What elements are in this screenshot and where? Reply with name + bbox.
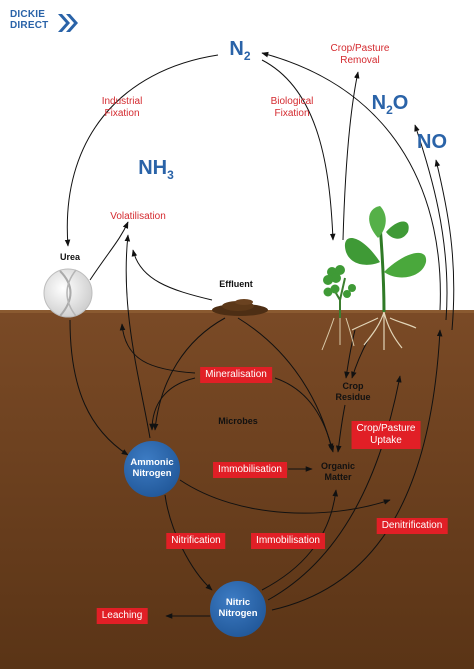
arrow-denit-to-no: [434, 159, 455, 331]
urea-granule: [43, 268, 93, 318]
dickie-direct-logo: DICKIE DIRECT: [10, 9, 80, 31]
nh3-label: NH3: [138, 157, 174, 182]
crop-residue-label: Crop Residue: [335, 381, 371, 402]
arrow-denit-to-n2o: [414, 124, 448, 321]
immobilisation-box-2: Immobilisation: [251, 533, 325, 549]
organic-matter-label: Organic Matter: [320, 461, 356, 482]
arrow-plants-to-removal: [342, 71, 360, 241]
nitrification-box: Nitrification: [166, 533, 226, 549]
no-label: NO: [417, 131, 447, 153]
flow-arrows: [64, 51, 455, 619]
immobilisation-box-1: Immobilisation: [213, 462, 287, 478]
logo-text-line2: DIRECT: [10, 20, 49, 31]
arrow-mineralisation-down: [149, 377, 196, 431]
urea-label: Urea: [59, 252, 81, 262]
arrow-effluent-to-nh3: [131, 249, 213, 301]
arrow-effluent-to-ammonic: [152, 317, 226, 431]
crop-plant: [344, 206, 427, 350]
arrow-nitric-to-uptake: [267, 375, 402, 601]
arrow-mineralisation-left: [119, 323, 196, 374]
arrow-nitric-to-om: [261, 489, 339, 591]
n2o-label: N2O: [371, 92, 409, 117]
ammonic-nitrogen-circle: [124, 441, 180, 497]
crop-pasture-uptake-box: Crop/Pasture Uptake: [351, 421, 421, 449]
mineralisation-box: Mineralisation: [200, 367, 272, 383]
industrial-fixation-label: Industrial Fixation: [101, 96, 143, 119]
arrow-roots-to-residue-2: [351, 339, 369, 379]
nitric-nitrogen-circle: [210, 581, 266, 637]
logo-text-line1: DICKIE: [10, 9, 46, 20]
n2-label: N2: [229, 38, 251, 63]
denitrification-box: Denitrification: [376, 518, 448, 534]
biological-fixation-label: Biological Fixation: [270, 96, 314, 119]
arrow-n2-to-urea: [64, 54, 219, 247]
crop-pasture-removal-label: Crop/Pasture Removal: [330, 43, 390, 66]
arrow-urea-to-nh3: [89, 221, 129, 281]
logo-chevrons: [58, 14, 78, 32]
arrow-n2-to-plants: [261, 59, 336, 241]
arrow-residue-to-om: [335, 404, 346, 453]
arrow-mineralisation-to-om: [274, 377, 335, 453]
microbes-label: Microbes: [218, 416, 258, 426]
arrow-roots-to-residue: [344, 329, 356, 379]
effluent-label: Effluent: [219, 279, 253, 289]
effluent-pile: [212, 299, 268, 316]
arrow-urea-to-ammonic: [69, 319, 129, 456]
nitric-nitrogen-label: Nitric Nitrogen: [218, 597, 258, 619]
clover-plant: [321, 265, 356, 351]
arrow-denit-to-n2: [261, 51, 441, 311]
arrow-ammonic-to-om-curve: [179, 479, 391, 514]
volatilisation-label: Volatilisation: [110, 211, 166, 222]
arrow-ammonic-to-nh3: [124, 234, 151, 439]
leaching-box: Leaching: [96, 608, 148, 624]
ammonic-nitrogen-label: Ammonic Nitrogen: [130, 457, 174, 479]
